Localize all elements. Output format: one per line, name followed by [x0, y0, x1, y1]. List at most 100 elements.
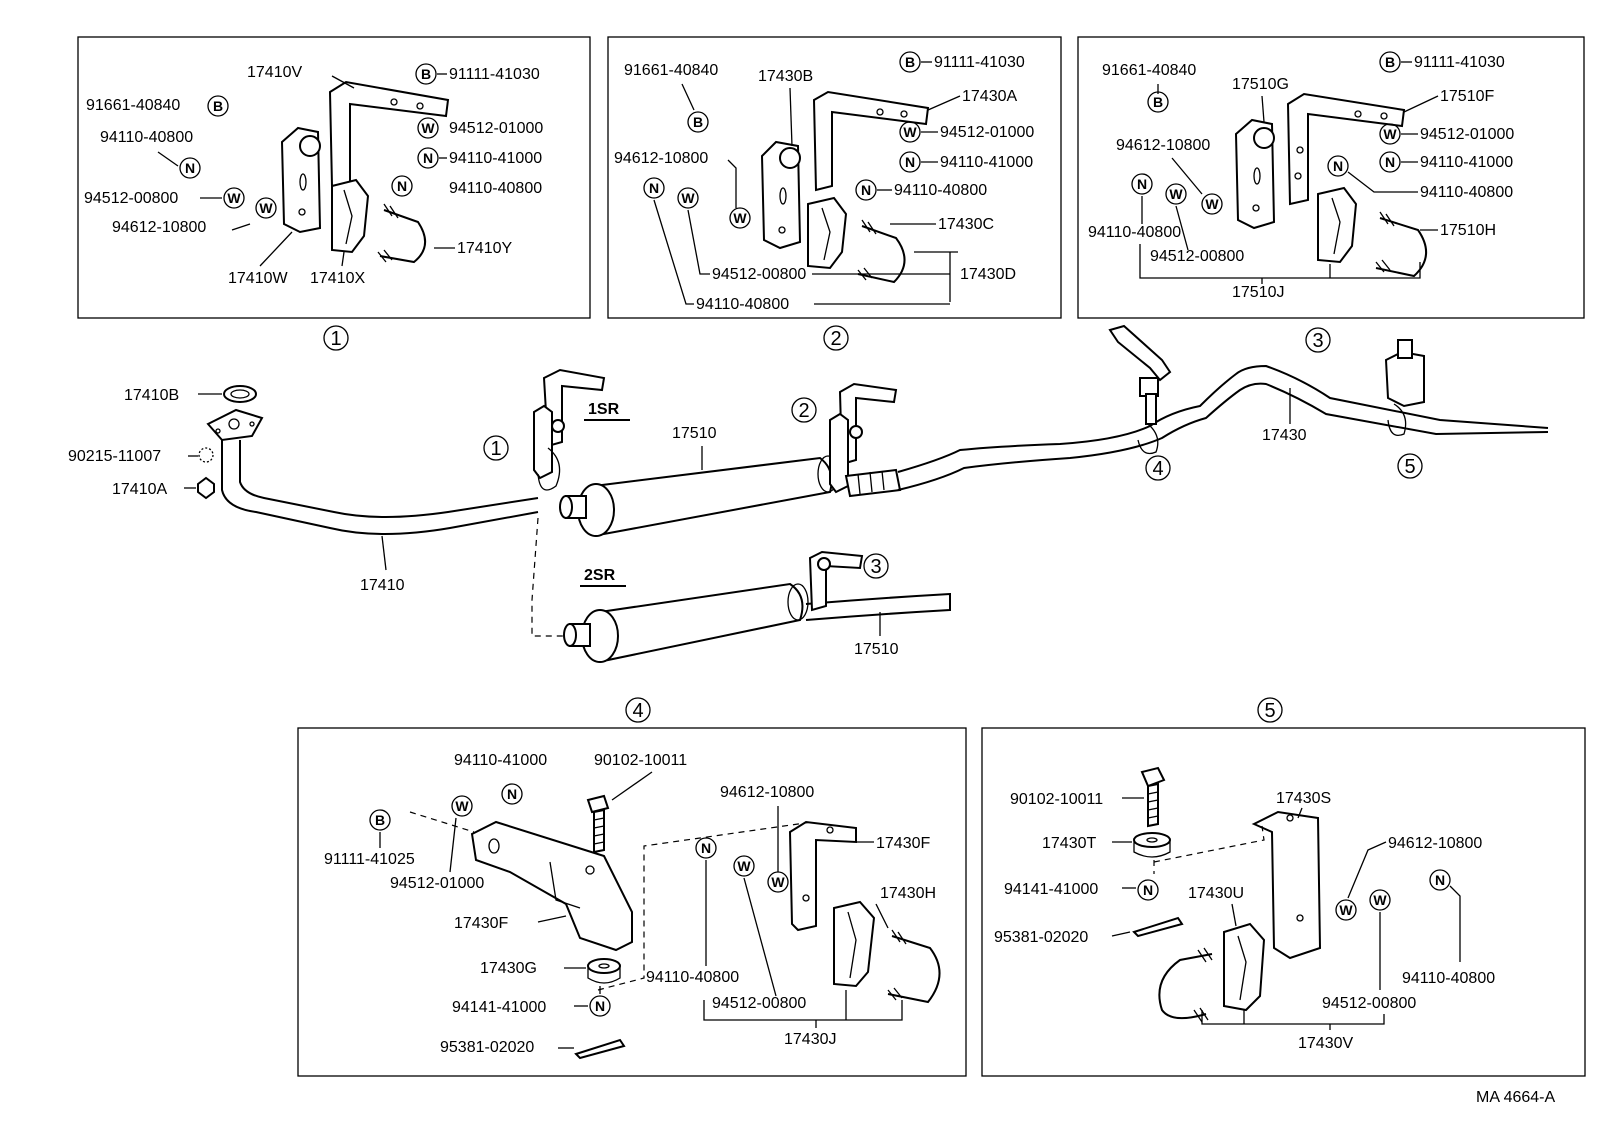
svg-text:W: W: [737, 858, 751, 874]
label-94110-40800-left: 94110-40800: [100, 129, 193, 146]
svg-text:W: W: [455, 798, 469, 814]
label-94110-40800-left: 94110-40800: [1088, 224, 1181, 241]
label-94141-41000: 94141-41000: [1004, 881, 1098, 898]
svg-text:W: W: [1339, 902, 1353, 918]
svg-text:B: B: [905, 54, 915, 70]
panel-2: 91661-40840 B 17430B B 91111-41030 17430…: [614, 51, 1034, 313]
label-17430h: 17430H: [880, 885, 936, 902]
label-94110-41000: 94110-41000: [940, 154, 1033, 171]
label-90102-10011: 90102-10011: [1010, 791, 1103, 808]
hanger-position-5: [1384, 339, 1425, 437]
clamp-17430u-shape: [1223, 922, 1266, 1012]
label-17510j: 17510J: [1232, 284, 1285, 301]
svg-text:N: N: [1333, 158, 1343, 174]
label-94110-41000: 94110-41000: [449, 150, 542, 167]
svg-text:3: 3: [870, 556, 881, 578]
label-17510-2sr: 17510: [854, 641, 899, 658]
label-17430j: 17430J: [784, 1031, 837, 1048]
label-94612-10800: 94612-10800: [1116, 137, 1210, 154]
bracket-17510f-shape: [1286, 92, 1406, 206]
svg-text:N: N: [649, 180, 659, 196]
ubolt-17510h-shape: [1375, 217, 1427, 278]
panel-4-frame: [297, 727, 967, 1077]
label-94110-40800-mid: 94110-40800: [894, 182, 987, 199]
label-17410: 17410: [360, 577, 405, 594]
label-17430b: 17430B: [758, 68, 813, 85]
svg-text:5: 5: [1404, 456, 1415, 478]
svg-text:B: B: [1385, 54, 1395, 70]
label-94512-00800: 94512-00800: [712, 266, 806, 283]
panel-3-frame: [1077, 36, 1585, 319]
label-91111-41030: 91111-41030: [934, 54, 1025, 71]
label-94512-01000: 94512-01000: [940, 124, 1034, 141]
svg-text:W: W: [259, 200, 273, 216]
label-90102-10011: 90102-10011: [594, 752, 687, 769]
ubolt-17410y-shape: [379, 209, 426, 264]
section-marker-1-main: 1: [483, 435, 509, 461]
ubolt-17430c-shape: [857, 225, 906, 284]
svg-text:B: B: [1153, 94, 1163, 110]
label-91111-41030: 91111-41030: [449, 66, 540, 83]
label-17510-1sr: 17510: [672, 425, 717, 442]
label-94612-10800: 94612-10800: [112, 219, 206, 236]
label-94512-00800: 94512-00800: [1150, 248, 1244, 265]
label-17510h: 17510H: [1440, 222, 1496, 239]
label-94512-01000: 94512-01000: [1420, 126, 1514, 143]
panel-4: 94110-41000 N 90102-10011 B W 91111-4102…: [324, 752, 941, 1060]
label-17430f-left: 17430F: [454, 915, 508, 932]
label-91661-40840: 91661-40840: [624, 62, 718, 79]
svg-text:W: W: [1169, 186, 1183, 202]
label-17430v: 17430V: [1298, 1035, 1353, 1052]
svg-text:W: W: [1383, 126, 1397, 142]
label-94110-41000: 94110-41000: [1420, 154, 1513, 171]
panel-1: 17410V B 91111-41030 91661-40840 B W 945…: [84, 63, 543, 287]
tail-pipe-17430: [897, 364, 1549, 473]
pin-95381-p5-shape: [1132, 916, 1184, 938]
svg-text:N: N: [423, 150, 433, 166]
svg-text:N: N: [1137, 176, 1147, 192]
label-17430a: 17430A: [962, 88, 1017, 105]
svg-text:W: W: [421, 120, 435, 136]
label-17410a: 17410A: [112, 481, 167, 498]
svg-text:N: N: [397, 178, 407, 194]
svg-text:1: 1: [330, 328, 341, 350]
panel-5-frame: [981, 727, 1586, 1077]
svg-text:W: W: [1373, 892, 1387, 908]
panel-5: 90102-10011 17430S 17430T 94612-10800 94…: [994, 766, 1495, 1052]
label-17430t: 17430T: [1042, 835, 1096, 852]
label-94612-10800: 94612-10800: [1388, 835, 1482, 852]
label-17430c: 17430C: [938, 216, 994, 233]
label-17430f-right: 17430F: [876, 835, 930, 852]
clamp-17410x-shape: [331, 178, 370, 254]
hanger-position-4: [1108, 324, 1172, 455]
svg-text:N: N: [595, 998, 605, 1014]
panel-1-frame: [77, 36, 591, 319]
svg-text:1: 1: [490, 438, 501, 460]
front-pipe-17410: [221, 440, 539, 535]
svg-text:W: W: [1205, 196, 1219, 212]
variant-link-dash: [531, 517, 570, 637]
bolt-90102-p5-shape: [1140, 766, 1166, 828]
label-94110-40800-low: 94110-40800: [696, 296, 789, 313]
section-marker-1: 1: [323, 325, 349, 351]
panel-3: 91661-40840 B 17510G B 91111-41030 17510…: [1088, 51, 1514, 301]
pin-95381-shape: [574, 1038, 626, 1060]
gasket-17410b-shape: [223, 385, 257, 403]
svg-text:N: N: [905, 154, 915, 170]
section-marker-3-top: 3: [1305, 327, 1331, 353]
bolt-90102-shape: [586, 794, 610, 854]
bracket-17430s-shape: [1251, 810, 1322, 960]
svg-text:2: 2: [798, 400, 809, 422]
section-marker-4-main: 4: [1145, 455, 1171, 481]
label-95381-02020: 95381-02020: [994, 929, 1088, 946]
clamp-17430d-shape: [807, 196, 848, 270]
label-94110-40800: 94110-40800: [1402, 970, 1495, 987]
section-marker-2-main: 2: [791, 397, 817, 423]
label-17410b: 17410B: [124, 387, 179, 404]
section-marker-4: 4: [625, 697, 651, 723]
svg-text:B: B: [421, 66, 431, 82]
section-marker-5: 5: [1257, 697, 1283, 723]
label-94612-10800: 94612-10800: [720, 784, 814, 801]
label-17430g: 17430G: [480, 960, 537, 977]
clamp-17510j-shape: [1317, 186, 1358, 264]
